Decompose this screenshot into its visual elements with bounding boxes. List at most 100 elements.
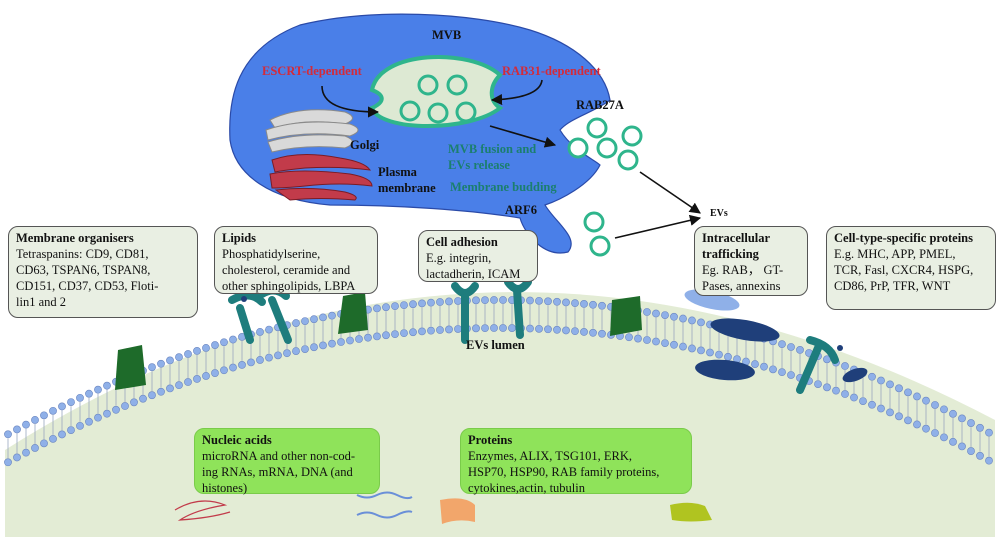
lipid-head	[409, 328, 417, 337]
lipid-head	[625, 333, 633, 342]
cd86-icon	[842, 367, 868, 383]
escrt-arrow	[321, 85, 380, 118]
lipid-head	[301, 345, 309, 353]
lipid-head	[436, 298, 444, 306]
lipid-head	[526, 296, 534, 305]
rab27a-label: RAB27A	[576, 98, 624, 112]
lipid-head	[472, 324, 480, 333]
golgi-label: Golgi	[350, 138, 380, 152]
budding-label: Membrane budding	[450, 180, 557, 194]
lipid-head	[886, 408, 894, 417]
lipid-head	[4, 458, 12, 467]
box-title: Membrane organisers	[16, 231, 134, 245]
lipid-head	[13, 453, 21, 462]
lipid-head	[22, 448, 30, 457]
lipid-head	[427, 326, 435, 335]
lipid-head	[661, 339, 669, 348]
lipid-head	[580, 300, 588, 308]
cell-adhesion-box: Cell adhesion E.g. integrin, lactadherin…	[418, 230, 538, 282]
lipid-head	[904, 416, 912, 425]
box-line: cytokines,actin, tubulin	[468, 481, 585, 495]
lipid-head	[715, 350, 723, 359]
lipids-box: Lipids Phosphatidylserine, cholesterol, …	[214, 226, 378, 294]
lipid-head	[310, 315, 318, 324]
lipid-head	[571, 327, 579, 336]
lipid-head	[796, 346, 804, 354]
lipid-head	[211, 341, 219, 349]
lipid-head	[967, 447, 975, 455]
lipid-head	[328, 339, 336, 348]
lipid-head	[769, 365, 777, 374]
lipid-head	[175, 381, 183, 390]
lipid-head	[634, 334, 642, 343]
lipid-head	[220, 338, 228, 347]
box-line: HSP70, HSP90, RAB family proteins,	[468, 465, 660, 479]
lipid-head	[949, 409, 957, 418]
lipid-head	[553, 325, 561, 334]
box-title: Lipids	[222, 231, 257, 245]
lipid-head	[490, 296, 498, 304]
lipid-head	[454, 297, 462, 305]
lipid-head	[220, 366, 228, 375]
golgi-icon	[265, 109, 359, 153]
nucleic-acids-box: Nucleic acids microRNA and other non-cod…	[194, 428, 380, 495]
lipid-head	[481, 296, 489, 305]
lipid-head	[94, 413, 102, 422]
lipid-head	[85, 417, 93, 426]
lipid-head	[58, 430, 66, 439]
lipid-head	[949, 437, 957, 446]
lipid-head	[562, 298, 570, 307]
box-line: E.g. MHC, APP, PMEL,	[834, 247, 956, 261]
cell-type-ligand-dot	[837, 345, 843, 351]
lipid-head	[121, 402, 129, 410]
lipid-head	[913, 392, 921, 401]
box-line: Enzymes, ALIX, TSG101, ERK,	[468, 449, 632, 463]
box-title: Intracellular	[702, 231, 771, 245]
lipid-head	[931, 429, 939, 437]
lipid-head	[922, 396, 930, 405]
lipid-head	[292, 319, 300, 327]
lipid-head	[292, 347, 300, 355]
lipid-head	[589, 328, 597, 337]
box-title: trafficking	[702, 247, 759, 261]
lipid-head	[148, 391, 156, 400]
box-line: lin1 and 2	[16, 295, 66, 309]
box-line: E.g. integrin,	[426, 251, 492, 265]
lipid-head	[886, 380, 894, 389]
rna-strand-icon	[174, 500, 231, 521]
lipid-head	[211, 369, 219, 377]
trafficking-protein-icon	[610, 296, 642, 336]
lipid-head	[760, 362, 768, 371]
evs-label: EVs	[710, 208, 728, 219]
lipid-head	[778, 340, 786, 349]
lipid-protein-icon	[338, 292, 368, 334]
lipid-head	[778, 368, 786, 377]
lipid-head	[706, 348, 714, 357]
lipid-head	[265, 325, 273, 334]
lipid-head	[103, 381, 111, 390]
lipid-head	[967, 419, 975, 427]
lipid-head	[148, 363, 156, 372]
lipid-head	[985, 456, 993, 465]
lipid-head	[58, 402, 66, 411]
released-evs	[567, 117, 643, 257]
lipid-head	[481, 324, 489, 333]
lipid-head	[976, 451, 984, 460]
lipid-head	[940, 433, 948, 442]
box-line: CD151, CD37, CD53, Floti-	[16, 279, 159, 293]
box-title: Cell-type-specific proteins	[834, 231, 973, 245]
lipid-head	[157, 359, 165, 368]
lipid-head	[67, 398, 75, 406]
evs-arrow-upper	[639, 171, 701, 214]
lipid-head	[229, 363, 237, 372]
lipid-head	[130, 398, 138, 407]
box-line: lactadherin, ICAM	[426, 267, 521, 281]
lipid-head	[670, 340, 678, 349]
lipid-head	[679, 342, 687, 351]
membrane-organisers-box: Membrane organisers Tetraspanins: CD9, C…	[8, 226, 198, 318]
lipid-head	[859, 397, 867, 405]
box-line: Pases, annexins	[702, 279, 781, 293]
lipid-head	[454, 325, 462, 333]
lipid-receptor-a	[228, 291, 266, 344]
fusion-arrow	[489, 125, 557, 148]
